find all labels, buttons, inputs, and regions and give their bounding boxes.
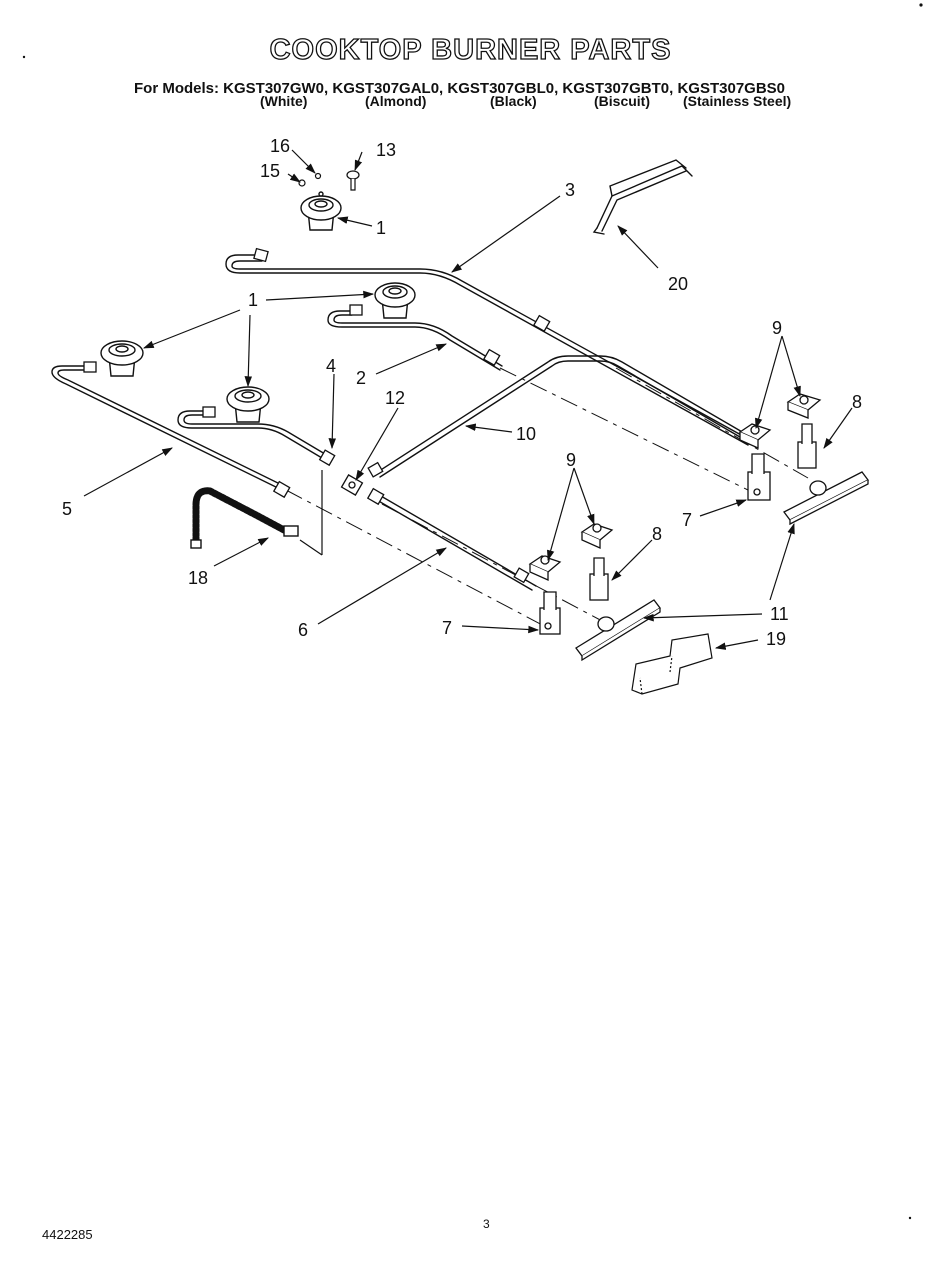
callout-10: 10 bbox=[516, 424, 536, 444]
screw-13 bbox=[346, 170, 360, 191]
document-number: 4422285 bbox=[42, 1227, 93, 1242]
tube-2 bbox=[327, 310, 503, 371]
page-number: 3 bbox=[483, 1217, 490, 1231]
callout-12: 12 bbox=[385, 388, 405, 408]
tube-6 bbox=[369, 491, 537, 591]
callout-8-right: 8 bbox=[852, 392, 862, 412]
callout-1-group: 1 bbox=[248, 290, 258, 310]
page-title: COOKTOP BURNER PARTS bbox=[269, 33, 672, 66]
callout-15: 15 bbox=[260, 161, 280, 181]
burner-top bbox=[300, 191, 342, 231]
color-stainless-steel: (Stainless Steel) bbox=[683, 93, 792, 109]
alignment-lines bbox=[285, 367, 809, 629]
tube-4 bbox=[177, 410, 326, 459]
callout-1-top: 1 bbox=[376, 218, 386, 238]
burner-front bbox=[226, 386, 270, 423]
callout-3: 3 bbox=[565, 180, 575, 200]
tee-fitting-12 bbox=[340, 474, 364, 496]
tube-fitting bbox=[272, 314, 551, 584]
knob-11-left bbox=[575, 599, 661, 662]
screw-16 bbox=[314, 172, 322, 180]
bracket-20 bbox=[592, 159, 693, 235]
callout-2: 2 bbox=[356, 368, 366, 388]
callout-11: 11 bbox=[770, 604, 789, 624]
callout-13: 13 bbox=[376, 140, 396, 160]
nut-15 bbox=[298, 179, 306, 187]
valve-8-left bbox=[589, 557, 609, 601]
panel-19 bbox=[631, 633, 713, 695]
callout-4: 4 bbox=[326, 356, 336, 376]
callout-9-right: 9 bbox=[772, 318, 782, 338]
valve-7-left bbox=[539, 591, 561, 635]
callout-7-left: 7 bbox=[442, 618, 452, 638]
burner-inlet-fitting bbox=[83, 247, 363, 418]
scan-speck bbox=[22, 55, 26, 59]
color-almond: (Almond) bbox=[365, 93, 427, 109]
callout-19: 19 bbox=[766, 629, 786, 649]
knob-11-right bbox=[783, 471, 869, 526]
callout-20: 20 bbox=[668, 274, 688, 294]
callout-18: 18 bbox=[188, 568, 208, 588]
igniter-9-right-rear bbox=[786, 393, 822, 419]
color-black: (Black) bbox=[490, 93, 537, 109]
color-biscuit: (Biscuit) bbox=[594, 93, 650, 109]
valve-7-right bbox=[747, 453, 771, 501]
igniter-9-left-front bbox=[528, 555, 562, 582]
hose-leader-joint bbox=[299, 539, 323, 556]
tube-10 bbox=[375, 355, 757, 478]
callout-8-left: 8 bbox=[652, 524, 662, 544]
callout-16: 16 bbox=[270, 136, 290, 156]
igniter-9-left-rear bbox=[580, 523, 614, 550]
model-list: For Models: KGST307GW0, KGST307GAL0, KGS… bbox=[134, 80, 786, 97]
scan-speck bbox=[908, 1216, 912, 1220]
tube-3 bbox=[225, 254, 753, 446]
igniter-9-right-front bbox=[738, 423, 772, 450]
burner-rear bbox=[374, 282, 416, 319]
scan-speck bbox=[919, 3, 923, 7]
tube-5 bbox=[51, 365, 285, 491]
burner-left bbox=[100, 340, 144, 377]
color-white: (White) bbox=[260, 93, 308, 109]
flex-hose-18 bbox=[190, 487, 299, 549]
callout-6: 6 bbox=[298, 620, 308, 640]
callout-5: 5 bbox=[62, 499, 72, 519]
callout-7-right: 7 bbox=[682, 510, 692, 530]
valve-8-right bbox=[797, 423, 817, 469]
callout-9-left: 9 bbox=[566, 450, 576, 470]
